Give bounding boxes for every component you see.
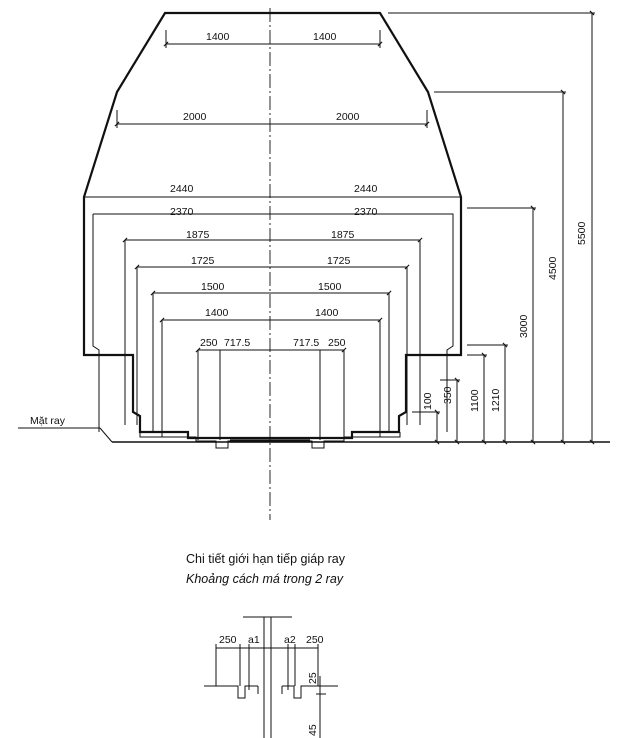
rail-contact-zone <box>139 432 401 449</box>
dim-1875-left: 1875 <box>186 229 210 241</box>
dim-2440-right: 2440 <box>354 183 378 195</box>
dim-1725-left: 1725 <box>191 255 215 267</box>
detail-dim-250-left: 250 <box>219 634 237 646</box>
dim-2440-left: 2440 <box>170 183 194 195</box>
dim-717-right: 717.5 <box>293 337 319 349</box>
outer-clearance-outline <box>82 11 463 440</box>
dim-717-left: 717.5 <box>224 337 250 349</box>
dim-2000-right: 2000 <box>336 111 360 123</box>
dim-350: 350 <box>442 386 454 404</box>
detail-dim-a1: a1 <box>248 634 260 646</box>
dim-3000: 3000 <box>518 314 530 338</box>
dim-2370-left: 2370 <box>170 206 194 218</box>
dim-100: 100 <box>422 392 434 410</box>
dim-1725-right: 1725 <box>327 255 351 267</box>
dim-250-left: 250 <box>200 337 218 349</box>
contour-1500 <box>152 293 390 432</box>
height-dimensions: 5500 4500 3000 1210 1100 350 100 <box>388 10 595 445</box>
detail-title: Chi tiết giới hạn tiếp giáp ray <box>186 552 346 566</box>
dim-1500-left: 1500 <box>201 281 225 293</box>
dim-1100: 1100 <box>469 389 481 412</box>
dim-2370-right: 2370 <box>354 206 378 218</box>
width-dimensions: 1400 1400 2000 2000 2440 2440 2370 2370 … <box>84 30 461 353</box>
dim-1400-left: 1400 <box>206 31 230 43</box>
dim-1500-right: 1500 <box>318 281 342 293</box>
detail-subtitle: Khoảng cách má trong 2 ray <box>186 572 344 586</box>
dim-1875-right: 1875 <box>331 229 355 241</box>
dim-2000-left: 2000 <box>183 111 207 123</box>
dim-1210: 1210 <box>490 388 502 412</box>
dim-250-right: 250 <box>328 337 346 349</box>
detail-dim-a2: a2 <box>284 634 296 646</box>
rail-surface: Mặt ray <box>18 415 610 443</box>
dim-5500: 5500 <box>576 221 588 245</box>
detail-dim-25: 25 <box>307 672 319 684</box>
detail-dim-45: 45 <box>307 724 319 736</box>
contour-717 <box>197 350 345 440</box>
dim-4500: 4500 <box>547 256 559 280</box>
rail-surface-label: Mặt ray <box>30 415 66 427</box>
contour-1875 <box>124 240 421 425</box>
contour-1400 <box>161 320 381 437</box>
contour-1725 <box>136 267 408 425</box>
detail-dim-250-right: 250 <box>306 634 324 646</box>
dim-1400-right: 1400 <box>313 31 337 43</box>
rail-gap-detail: 250 a1 a2 250 25 45 <box>204 616 338 738</box>
dim-1400-low-left: 1400 <box>205 307 229 319</box>
contour-2370 <box>93 213 454 432</box>
dim-1400-low-right: 1400 <box>315 307 339 319</box>
